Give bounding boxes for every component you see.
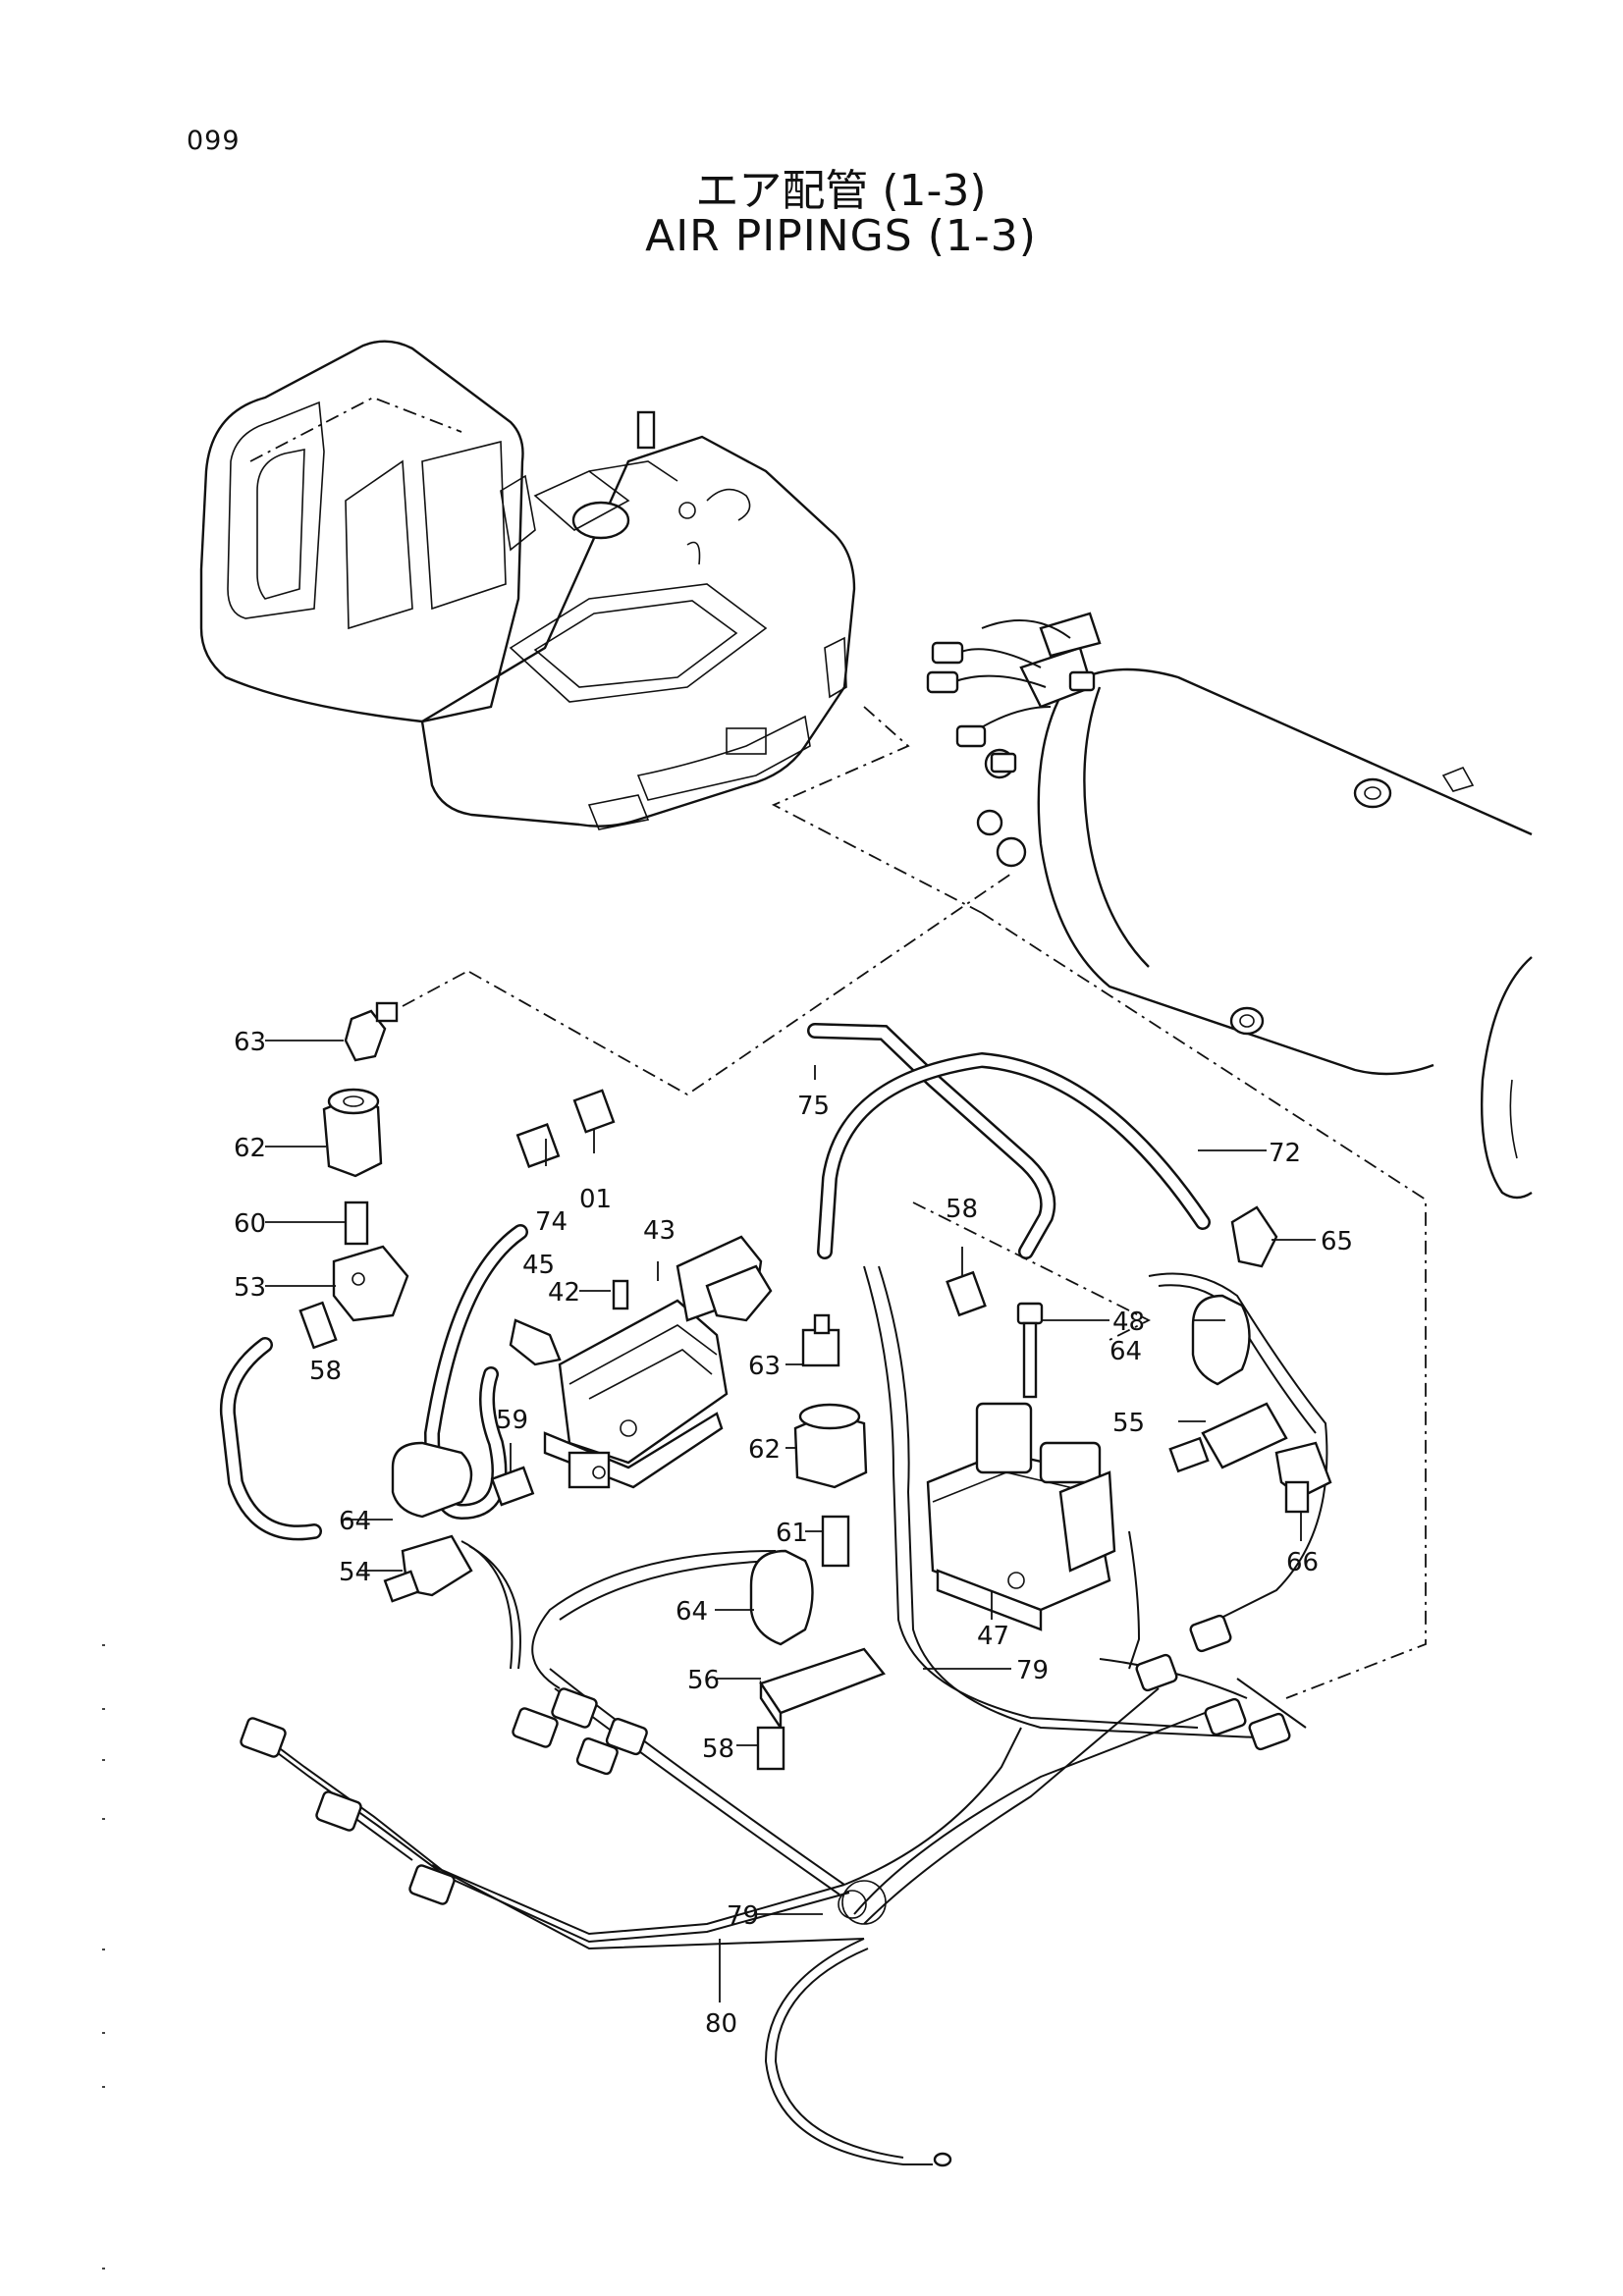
solenoid-valve-right (926, 1402, 1116, 1631)
callout-75: 75 (797, 1092, 830, 1121)
callout-48: 48 (1112, 1308, 1145, 1337)
margin-speck (102, 1644, 105, 1646)
margin-speck (102, 1708, 105, 1710)
callout-62: 62 (748, 1435, 781, 1465)
callout-47: 47 (977, 1622, 1009, 1651)
callout-64: 64 (676, 1597, 708, 1627)
callout-60: 60 (234, 1209, 266, 1239)
callout-74: 74 (535, 1207, 568, 1237)
callout-72: 72 (1269, 1139, 1301, 1168)
callout-01: 01 (579, 1185, 612, 1214)
callout-61: 61 (776, 1519, 808, 1548)
solenoid-valve-left (543, 1235, 773, 1489)
callout-59: 59 (496, 1406, 528, 1435)
callout-42: 42 (548, 1278, 580, 1308)
margin-speck (102, 1949, 105, 1950)
leader-lines (265, 1040, 1316, 2002)
callout-64: 64 (339, 1507, 371, 1536)
page-number: 099 (187, 126, 241, 156)
margin-speck (102, 2032, 105, 2034)
wire-harness (240, 1265, 1328, 2167)
callout-63: 63 (234, 1028, 266, 1057)
title-english: AIR PIPINGS (1-3) (645, 211, 1037, 261)
callout-64: 64 (1109, 1337, 1142, 1366)
callout-62: 62 (234, 1134, 266, 1163)
margin-speck (102, 2086, 105, 2088)
callout-65: 65 (1321, 1227, 1353, 1256)
callout-54: 54 (339, 1558, 371, 1587)
callout-80: 80 (705, 2009, 737, 2039)
air-tank (926, 612, 1533, 1200)
small-parts (298, 1001, 1332, 1771)
callout-79: 79 (1016, 1656, 1049, 1685)
callout-55: 55 (1112, 1409, 1145, 1438)
callout-58: 58 (702, 1735, 734, 1764)
callout-43: 43 (643, 1216, 676, 1246)
callout-53: 53 (234, 1273, 266, 1303)
callout-labels: 63 62 60 53 58 74 01 75 72 43 45 42 58 6… (234, 1028, 1353, 2039)
reference-lines (402, 706, 1427, 1699)
margin-speck (102, 1759, 105, 1761)
callout-56: 56 (687, 1666, 720, 1695)
callout-63: 63 (748, 1352, 781, 1381)
title-japanese: エア配管 (1-3) (695, 166, 987, 216)
callout-58: 58 (946, 1195, 978, 1224)
excavator-illustration (199, 340, 856, 830)
margin-speck (102, 1818, 105, 1820)
callout-79: 79 (727, 1901, 759, 1931)
margin-speck (102, 2268, 105, 2269)
callout-45: 45 (522, 1251, 555, 1280)
callout-66: 66 (1286, 1548, 1319, 1577)
callout-58: 58 (309, 1357, 342, 1386)
